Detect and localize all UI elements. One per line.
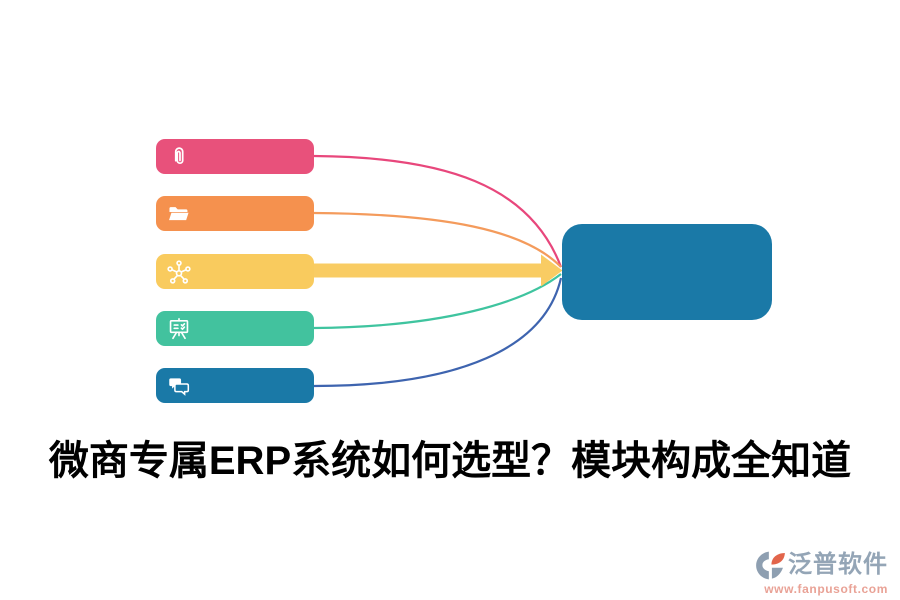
brand-name: 泛普软件 <box>788 551 888 579</box>
page-title: 微商专属ERP系统如何选型？模块构成全知道 <box>48 439 852 483</box>
logo-corner <box>771 567 783 579</box>
connector-module-5 <box>313 277 563 388</box>
brand-url: www.fanpusoft.com <box>764 582 888 596</box>
network-hub-icon <box>166 259 192 285</box>
open-folder-icon <box>166 201 192 227</box>
logo-leaf <box>771 553 785 565</box>
chat-bubbles-icon <box>166 373 192 399</box>
module-box-4 <box>156 311 314 346</box>
module-box-1 <box>156 139 314 174</box>
paperclip-icon <box>166 144 192 170</box>
module-box-5 <box>156 368 314 403</box>
fanpu-watermark: 泛普软件 www.fanpusoft.com <box>754 549 888 596</box>
fanpu-watermark-row: 泛普软件 <box>754 549 888 582</box>
hub-box <box>562 224 772 320</box>
module-box-3 <box>156 254 314 289</box>
arrow-module-3 <box>314 254 563 287</box>
module-box-2 <box>156 196 314 231</box>
connector-module-1 <box>313 154 563 268</box>
logo-crescent <box>756 551 769 580</box>
connector-module-4 <box>313 273 562 330</box>
presentation-board-icon <box>166 316 192 342</box>
fanpu-logo-icon <box>756 551 785 580</box>
connector-module-2 <box>313 211 562 268</box>
